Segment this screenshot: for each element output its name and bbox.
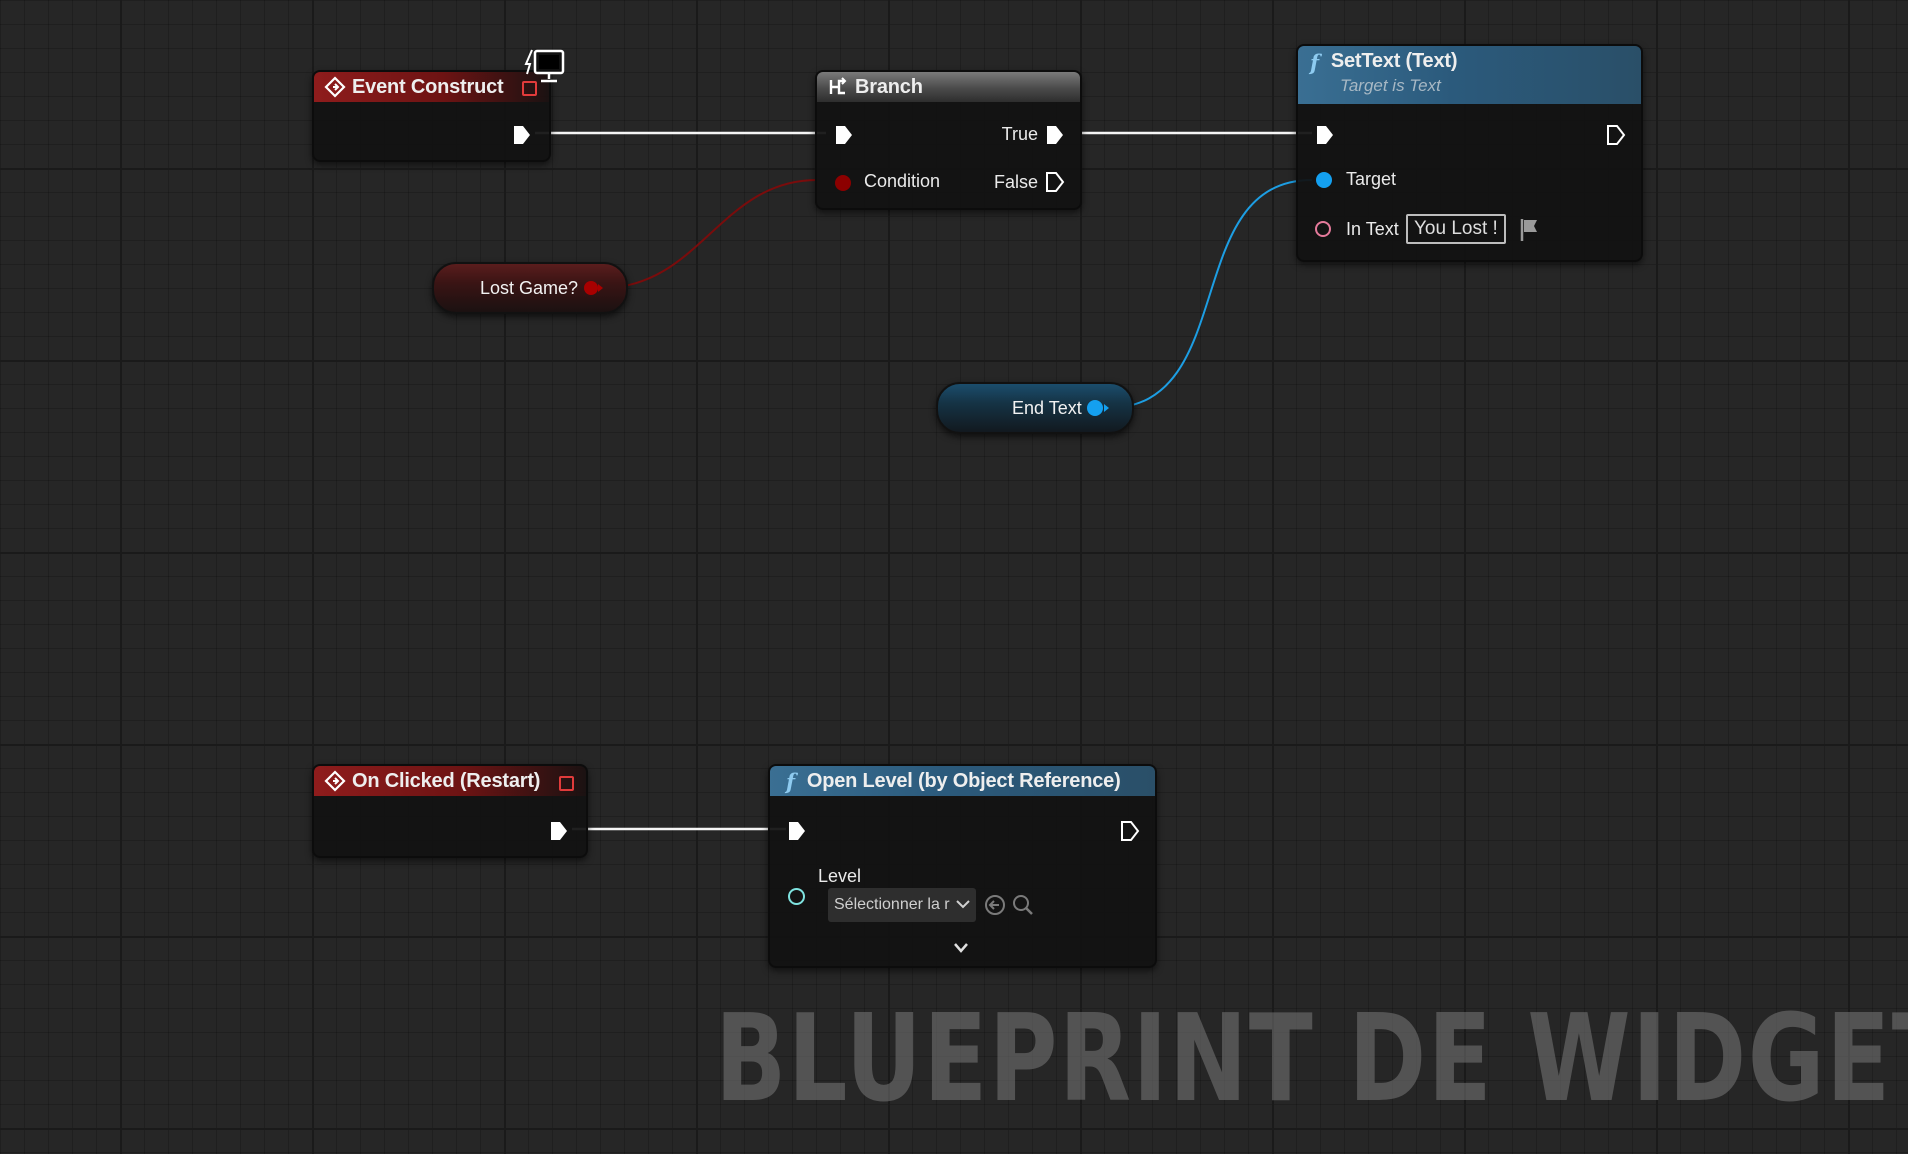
open-level-header[interactable]: f Open Level (by Object Reference) xyxy=(770,766,1155,796)
settext-intext-pin[interactable] xyxy=(1315,221,1331,237)
on-clicked-header[interactable]: On Clicked (Restart) xyxy=(314,766,586,796)
branch-true-exec-out-pin[interactable] xyxy=(1044,124,1066,146)
branch-condition-pin[interactable] xyxy=(835,175,851,191)
branch-false-label: False xyxy=(993,172,1038,192)
level-asset-select-value: Sélectionner la r xyxy=(834,896,950,913)
browse-asset-search-icon[interactable] xyxy=(1012,894,1034,916)
open-level-node[interactable]: f Open Level (by Object Reference) Level… xyxy=(768,764,1157,968)
branch-true-label: True xyxy=(1001,124,1038,144)
event-construct-exec-out-pin[interactable] xyxy=(511,124,533,146)
flag-icon[interactable] xyxy=(1518,217,1542,243)
branch-icon xyxy=(829,77,847,95)
event-construct-header[interactable]: Event Construct xyxy=(314,72,549,102)
lost-game-variable-node[interactable]: Lost Game? xyxy=(432,262,628,314)
branch-title: Branch xyxy=(855,75,923,98)
end-text-variable-node[interactable]: End Text xyxy=(936,382,1134,434)
on-clicked-delegate-pin[interactable] xyxy=(559,776,574,791)
open-level-level-pin[interactable] xyxy=(788,888,805,905)
settext-exec-out-pin[interactable] xyxy=(1605,124,1627,146)
on-clicked-node[interactable]: On Clicked (Restart) xyxy=(312,764,588,858)
settext-exec-in-pin[interactable] xyxy=(1314,124,1336,146)
blueprint-widget-watermark: BLUEPRINT DE WIDGET xyxy=(715,990,1908,1129)
settext-intext-input[interactable]: You Lost ! xyxy=(1406,214,1506,244)
lost-game-output-pin[interactable] xyxy=(582,278,604,298)
branch-header[interactable]: Branch xyxy=(817,72,1080,102)
open-level-exec-in-pin[interactable] xyxy=(786,820,808,842)
function-f-icon: f xyxy=(786,768,795,794)
settext-node[interactable]: f SetText (Text) Target is Text Target I… xyxy=(1296,44,1643,262)
branch-exec-in-pin[interactable] xyxy=(833,124,855,146)
level-asset-select[interactable]: Sélectionner la r xyxy=(828,888,976,922)
open-level-title: Open Level (by Object Reference) xyxy=(806,769,1121,792)
branch-false-exec-out-pin[interactable] xyxy=(1044,171,1066,193)
settext-subtitle: Target is Text xyxy=(1340,76,1441,95)
bool-wire-lostgame-to-condition xyxy=(601,179,818,289)
object-wire-endtext-to-target xyxy=(1107,179,1313,409)
event-diamond-icon xyxy=(324,770,346,792)
on-clicked-title: On Clicked (Restart) xyxy=(352,769,541,792)
open-level-level-label: Level xyxy=(818,866,862,886)
on-clicked-exec-out-pin[interactable] xyxy=(548,820,570,842)
open-level-exec-out-pin[interactable] xyxy=(1119,820,1141,842)
end-text-label: End Text xyxy=(1012,397,1082,418)
settext-intext-label: In Text xyxy=(1346,219,1399,239)
expand-advanced-chevron-icon[interactable] xyxy=(953,942,969,954)
branch-condition-label: Condition xyxy=(864,171,941,191)
settext-title: SetText (Text) xyxy=(1330,50,1458,72)
settext-target-label: Target xyxy=(1346,169,1397,189)
monitor-icon xyxy=(524,49,565,83)
chevron-down-icon xyxy=(955,896,970,914)
event-construct-title: Event Construct xyxy=(352,75,504,98)
settext-header[interactable]: f SetText (Text) xyxy=(1298,46,1641,104)
event-construct-node[interactable]: Event Construct xyxy=(312,70,551,162)
lost-game-label: Lost Game? xyxy=(480,277,579,298)
branch-node[interactable]: Branch True Condition False xyxy=(815,70,1082,210)
settext-target-pin[interactable] xyxy=(1316,172,1332,188)
function-f-icon: f xyxy=(1310,50,1319,75)
use-selected-asset-icon[interactable] xyxy=(984,894,1006,916)
event-diamond-icon xyxy=(324,76,346,98)
end-text-output-pin[interactable] xyxy=(1086,398,1110,418)
event-construct-delegate-pin[interactable] xyxy=(522,81,537,96)
